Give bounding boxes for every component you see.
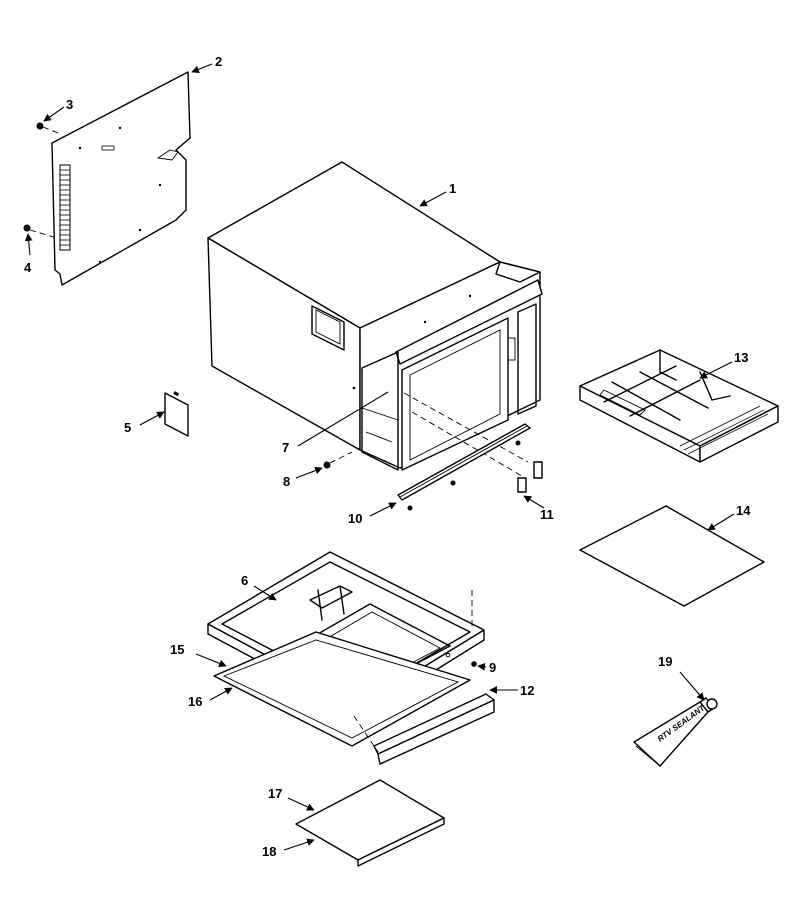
callout-8: 8 bbox=[283, 474, 290, 489]
alignment-line bbox=[403, 392, 529, 463]
callout-4: 4 bbox=[24, 260, 32, 275]
rail-part-10 bbox=[397, 423, 531, 511]
tray-part-13 bbox=[579, 349, 779, 463]
callout-14: 14 bbox=[736, 503, 751, 518]
alignment-line bbox=[411, 411, 523, 477]
sheet-part-14 bbox=[579, 505, 765, 607]
callout-18: 18 bbox=[262, 844, 276, 859]
sealant-tube-part-19: RTV SEALANT bbox=[633, 697, 718, 767]
callout-9: 9 bbox=[489, 660, 496, 675]
callout-15: 15 bbox=[170, 642, 184, 657]
callout-13: 13 bbox=[734, 350, 748, 365]
gasket-part-16 bbox=[213, 631, 471, 747]
side-panel-part-2 bbox=[51, 71, 191, 286]
screw-part-9 bbox=[471, 661, 477, 667]
callout-1: 1 bbox=[449, 181, 456, 196]
cabinet-part-1 bbox=[207, 161, 543, 471]
screw-part-8 bbox=[323, 451, 353, 469]
callout-7: 7 bbox=[282, 440, 289, 455]
screw-part-3 bbox=[36, 122, 59, 134]
strip-part-12 bbox=[353, 693, 495, 765]
callouts: 2 3 4 1 5 7 8 10 11 13 14 6 15 9 12 16 1 bbox=[24, 54, 751, 859]
screw-part-4 bbox=[23, 224, 58, 239]
callout-10: 10 bbox=[348, 511, 362, 526]
callout-12: 12 bbox=[520, 683, 534, 698]
callout-2: 2 bbox=[215, 54, 222, 69]
callout-5: 5 bbox=[124, 420, 131, 435]
callout-16: 16 bbox=[188, 694, 202, 709]
callout-6: 6 bbox=[241, 573, 248, 588]
callout-11: 11 bbox=[540, 507, 554, 522]
block-part-11 bbox=[517, 461, 543, 493]
filter-panel-part-17 bbox=[295, 779, 445, 867]
cover-plate-part-5 bbox=[164, 391, 189, 437]
callout-3: 3 bbox=[66, 97, 73, 112]
callout-19: 19 bbox=[658, 654, 672, 669]
callout-17: 17 bbox=[268, 786, 282, 801]
